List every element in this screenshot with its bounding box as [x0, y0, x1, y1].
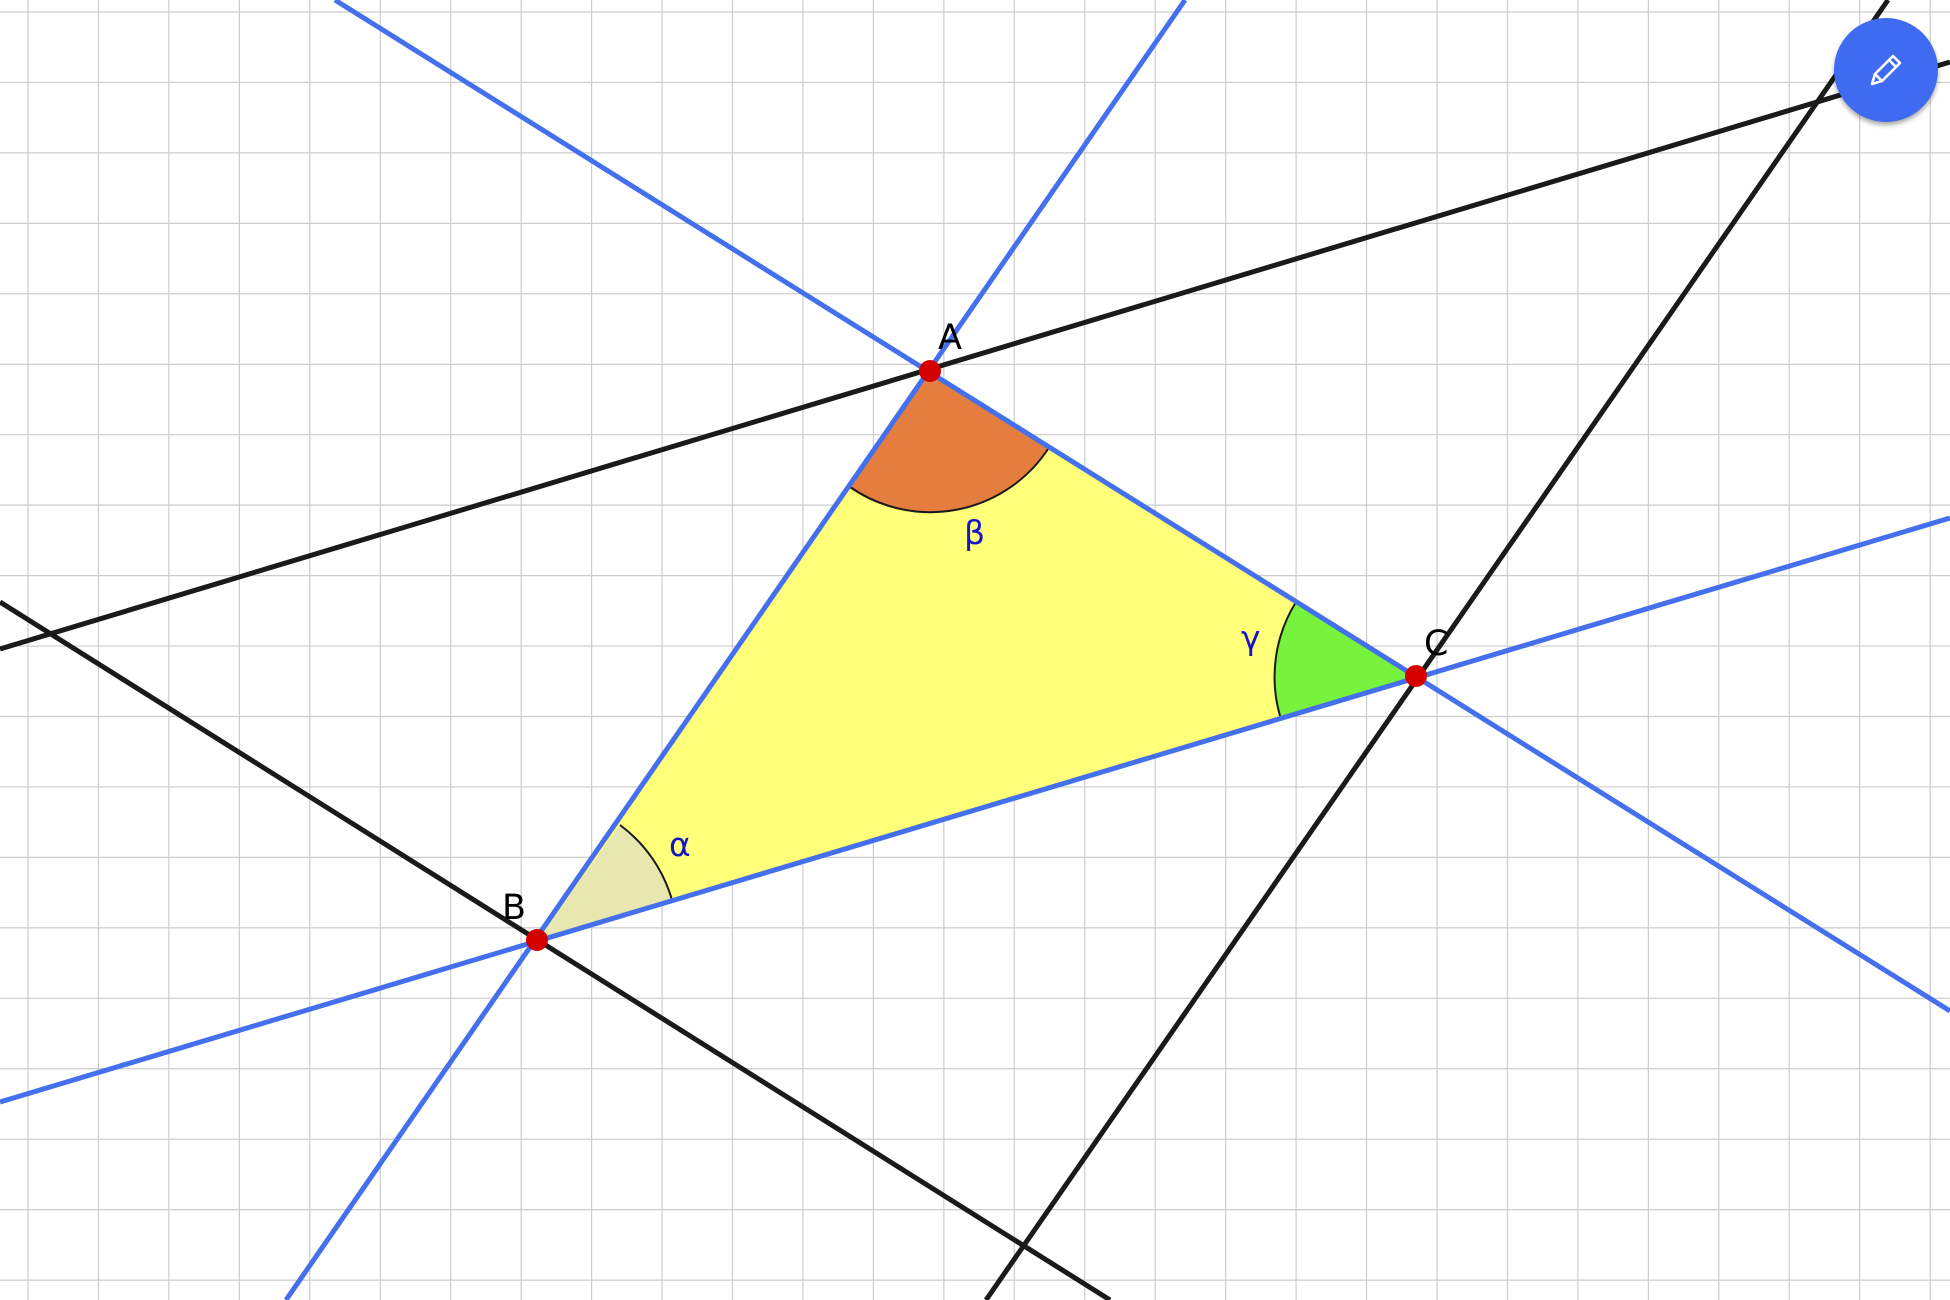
black-line-through-b[interactable] [0, 599, 1112, 1300]
angle-gamma-sector[interactable] [1274, 602, 1416, 716]
angle-beta-arc [849, 448, 1049, 514]
point-c-label: C [1424, 624, 1448, 664]
point-a-label: A [938, 318, 962, 358]
angle-beta-label: β [964, 513, 985, 552]
black-line-through-c[interactable] [983, 0, 1891, 1300]
angle-gamma-arc [1273, 601, 1297, 717]
point-a[interactable] [919, 360, 941, 382]
point-c[interactable] [1405, 665, 1427, 687]
point-b-label: B [502, 888, 526, 928]
angle-beta-sector[interactable] [850, 371, 1048, 513]
black-line-through-a[interactable] [0, 59, 1950, 652]
angle-alpha-sector[interactable] [537, 825, 672, 940]
angle-gamma-label: γ [1241, 618, 1261, 657]
angle-alpha-arc [619, 824, 673, 901]
edit-button[interactable] [1834, 18, 1938, 122]
line-bc[interactable] [0, 515, 1950, 1105]
line-ab[interactable] [283, 0, 1188, 1300]
point-b[interactable] [526, 929, 548, 951]
triangle-abc-fill[interactable] [537, 371, 1416, 940]
angle-alpha-label: α [669, 825, 691, 864]
line-ac[interactable] [333, 0, 1950, 1014]
pencil-icon [1870, 54, 1902, 86]
